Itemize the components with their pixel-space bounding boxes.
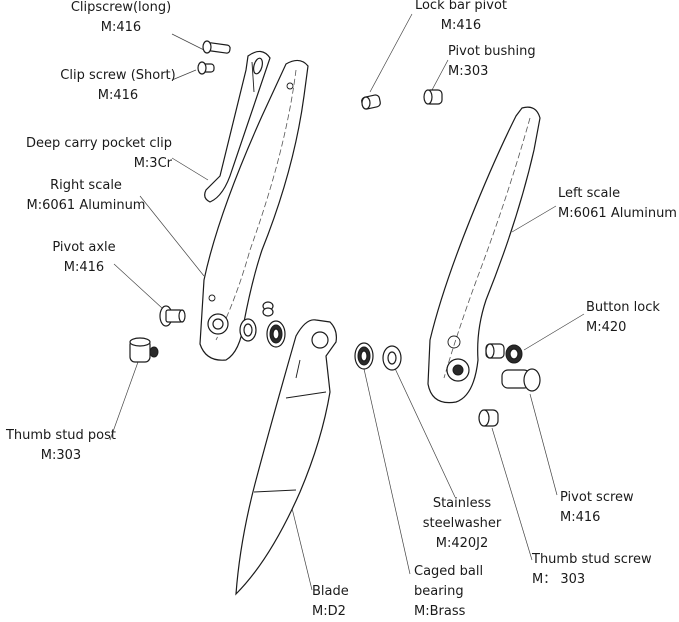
- button-lock: [485, 343, 523, 364]
- label-material: M:303: [448, 64, 489, 79]
- label-material: M:416: [97, 88, 139, 103]
- label-name: Pivot screw: [560, 490, 634, 505]
- pocket-clip: [204, 50, 271, 203]
- label-name: Clip screw (Short): [60, 68, 176, 83]
- label-material: M:303: [40, 448, 82, 463]
- label-material: M： 303: [532, 572, 586, 587]
- label-material: M:416: [440, 18, 482, 33]
- label-name: Pivot axle: [52, 240, 116, 255]
- label-name: Button lock: [586, 300, 660, 315]
- detent-spring: [262, 301, 274, 317]
- label-name: Stainless: [432, 496, 492, 511]
- blade: [235, 319, 337, 596]
- thumb-stud-screw: [478, 409, 499, 427]
- label-name: Caged ball: [414, 564, 484, 579]
- label-material: M:Brass: [414, 604, 466, 619]
- label-material: M:416: [560, 510, 601, 525]
- pivot-axle: [159, 305, 186, 327]
- label-name: Deep carry pocket clip: [25, 136, 172, 151]
- leader-lines: [109, 13, 585, 591]
- bearing-right: [266, 320, 286, 348]
- label-name: Lock bar pivot: [414, 0, 508, 13]
- stainless-washer: [382, 345, 402, 371]
- label-name-line2: bearing: [414, 584, 464, 599]
- label-material: M:416: [63, 260, 105, 275]
- label-name: Thumb stud post: [5, 428, 117, 443]
- left-scale: [427, 106, 541, 404]
- label-clip-screw-short: Clip screw (Short) M:416: [50, 66, 186, 106]
- label-material: M:D2: [312, 604, 346, 619]
- pivot-screw: [501, 368, 541, 392]
- label-pivot-bushing: Pivot bushing M:303: [448, 42, 568, 82]
- thumb-stud-post: [129, 337, 159, 363]
- label-blade: Blade M:D2: [312, 582, 372, 622]
- right-scale: [199, 59, 309, 361]
- label-clipscrew-long: Clipscrew(long) M:416: [56, 0, 186, 38]
- label-name: Left scale: [558, 186, 621, 201]
- label-material: M:3Cr: [133, 156, 172, 171]
- label-thumb-stud-post: Thumb stud post M:303: [0, 426, 122, 466]
- caged-ball-bearing: [354, 342, 374, 370]
- label-pocket-clip: Deep carry pocket clip M:3Cr: [18, 134, 172, 174]
- label-right-scale: Right scale M:6061 Aluminum: [4, 176, 168, 216]
- label-name: Clipscrew(long): [70, 0, 172, 15]
- label-pivot-screw: Pivot screw M:416: [560, 488, 670, 528]
- label-name: Pivot bushing: [448, 44, 536, 59]
- label-material: M:6061 Aluminum: [558, 206, 677, 221]
- label-thumb-stud-screw: Thumb stud screw M： 303: [532, 550, 672, 590]
- label-lock-bar-pivot: Lock bar pivot M:416: [404, 0, 518, 36]
- label-material: M:6061 Aluminum: [26, 198, 146, 213]
- lock-bar-pivot: [361, 94, 381, 110]
- label-name: Right scale: [50, 178, 122, 193]
- label-pivot-axle: Pivot axle M:416: [40, 238, 128, 278]
- pivot-bushing: [423, 89, 443, 105]
- label-material: M:420: [586, 320, 627, 335]
- clip-screw-short: [197, 61, 215, 75]
- label-name-line2: steelwasher: [422, 516, 502, 531]
- label-name: Blade: [312, 584, 349, 599]
- label-left-scale: Left scale M:6061 Aluminum: [558, 184, 679, 224]
- label-material: M:420J2: [435, 536, 489, 551]
- label-name: Thumb stud screw: [532, 552, 652, 567]
- label-stainless-washer: Stainless steelwasher M:420J2: [412, 494, 512, 554]
- washer-right: [239, 318, 257, 342]
- label-button-lock: Button lock M:420: [586, 298, 676, 338]
- clipscrew-long: [202, 40, 231, 54]
- label-material: M:416: [100, 20, 142, 35]
- label-caged-ball-bearing: Caged ball bearing M:Brass: [414, 562, 504, 622]
